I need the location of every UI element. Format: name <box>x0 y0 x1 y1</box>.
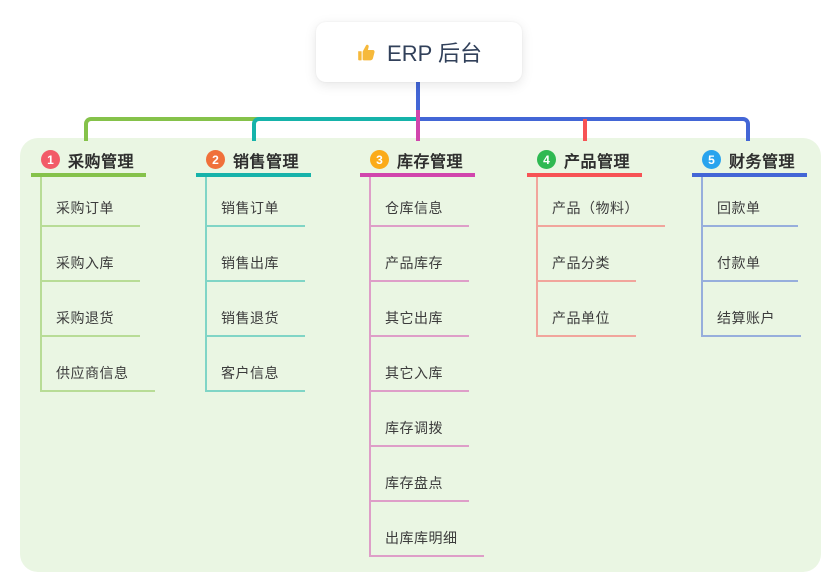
root-connector <box>416 82 420 110</box>
branch-node-finance[interactable]: 5 财务管理 <box>692 146 807 177</box>
child-node-inventory-5[interactable]: 库存盘点 <box>371 447 469 502</box>
branch-children: 销售订单销售出库销售退货客户信息 <box>205 177 305 392</box>
child-node-sales-1[interactable]: 销售出库 <box>207 227 305 282</box>
branch-purchase: 1 采购管理 采购订单采购入库采购退货供应商信息 <box>31 146 155 392</box>
thumbs-up-icon <box>356 42 377 63</box>
child-node-inventory-0[interactable]: 仓库信息 <box>371 177 469 227</box>
child-node-inventory-1[interactable]: 产品库存 <box>371 227 469 282</box>
connector-purchase <box>84 117 420 141</box>
connector-sales <box>252 117 420 141</box>
child-node-inventory-6[interactable]: 出库库明细 <box>371 502 484 557</box>
child-node-product-2[interactable]: 产品单位 <box>538 282 636 337</box>
branch-number-badge: 4 <box>537 150 556 169</box>
branch-children: 仓库信息产品库存其它出库其它入库库存调拨库存盘点出库库明细 <box>369 177 484 557</box>
child-node-inventory-3[interactable]: 其它入库 <box>371 337 469 392</box>
branch-inventory: 3 库存管理 仓库信息产品库存其它出库其它入库库存调拨库存盘点出库库明细 <box>360 146 484 557</box>
branch-title: 产品管理 <box>564 153 631 171</box>
branch-children: 采购订单采购入库采购退货供应商信息 <box>40 177 155 392</box>
child-node-sales-3[interactable]: 客户信息 <box>207 337 305 392</box>
child-node-sales-2[interactable]: 销售退货 <box>207 282 305 337</box>
branch-title: 财务管理 <box>729 153 796 171</box>
branch-number-badge: 3 <box>370 150 389 169</box>
branch-product: 4 产品管理 产品（物料）产品分类产品单位 <box>527 146 665 337</box>
branch-finance: 5 财务管理 回款单付款单结算账户 <box>692 146 807 337</box>
child-node-inventory-4[interactable]: 库存调拨 <box>371 392 469 447</box>
child-node-inventory-2[interactable]: 其它出库 <box>371 282 469 337</box>
branch-number-badge: 1 <box>41 150 60 169</box>
child-node-purchase-1[interactable]: 采购入库 <box>42 227 140 282</box>
branch-title: 库存管理 <box>397 153 464 171</box>
branch-node-inventory[interactable]: 3 库存管理 <box>360 146 475 177</box>
branch-children: 回款单付款单结算账户 <box>701 177 801 337</box>
branch-node-purchase[interactable]: 1 采购管理 <box>31 146 146 177</box>
mindmap-panel <box>20 138 821 572</box>
connector-product <box>583 119 587 141</box>
child-node-purchase-2[interactable]: 采购退货 <box>42 282 140 337</box>
root-node[interactable]: ERP 后台 <box>316 22 522 82</box>
child-node-finance-0[interactable]: 回款单 <box>703 177 798 227</box>
branch-title: 采购管理 <box>68 153 135 171</box>
child-node-finance-2[interactable]: 结算账户 <box>703 282 801 337</box>
branch-number-badge: 5 <box>702 150 721 169</box>
branch-sales: 2 销售管理 销售订单销售出库销售退货客户信息 <box>196 146 311 392</box>
child-node-sales-0[interactable]: 销售订单 <box>207 177 305 227</box>
branch-children: 产品（物料）产品分类产品单位 <box>536 177 665 337</box>
branch-node-sales[interactable]: 2 销售管理 <box>196 146 311 177</box>
branch-number-badge: 2 <box>206 150 225 169</box>
child-node-purchase-0[interactable]: 采购订单 <box>42 177 140 227</box>
branch-title: 销售管理 <box>233 153 300 171</box>
child-node-purchase-3[interactable]: 供应商信息 <box>42 337 155 392</box>
child-node-product-0[interactable]: 产品（物料） <box>538 177 665 227</box>
branch-node-product[interactable]: 4 产品管理 <box>527 146 642 177</box>
child-node-product-1[interactable]: 产品分类 <box>538 227 636 282</box>
connector-inventory <box>416 110 420 141</box>
root-label: ERP 后台 <box>387 41 482 66</box>
child-node-finance-1[interactable]: 付款单 <box>703 227 798 282</box>
